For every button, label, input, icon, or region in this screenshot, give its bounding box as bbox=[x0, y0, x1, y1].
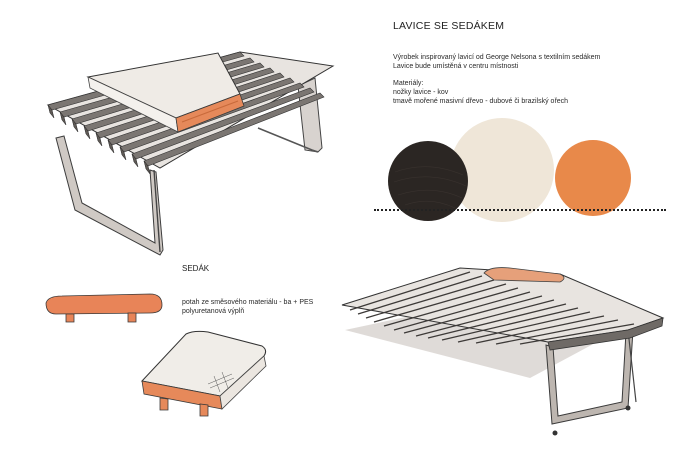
description-line-1: Výrobek inspirovaný lavicí od George Nel… bbox=[393, 54, 601, 61]
materials-wood: tmavě mořené masivní dřevo - dubové či b… bbox=[393, 98, 569, 105]
swatch-dark-wood bbox=[388, 141, 468, 221]
cushion-fabric: potah ze směsového materiálu - ba + PES bbox=[182, 299, 314, 306]
page-title: LAVICE SE SEDÁKEM bbox=[393, 20, 505, 32]
cushion-heading: SEDÁK bbox=[182, 264, 210, 273]
swatch-cream bbox=[450, 118, 554, 222]
materials-legs: nožky lavice - kov bbox=[393, 89, 449, 96]
section-divider bbox=[374, 209, 666, 211]
swatch-orange bbox=[555, 140, 631, 216]
materials-heading: Materiály: bbox=[393, 80, 424, 87]
cushion-filling: polyuretanová výplň bbox=[182, 308, 245, 315]
description-line-2: Lavice bude umístěná v centru místnosti bbox=[393, 63, 519, 70]
